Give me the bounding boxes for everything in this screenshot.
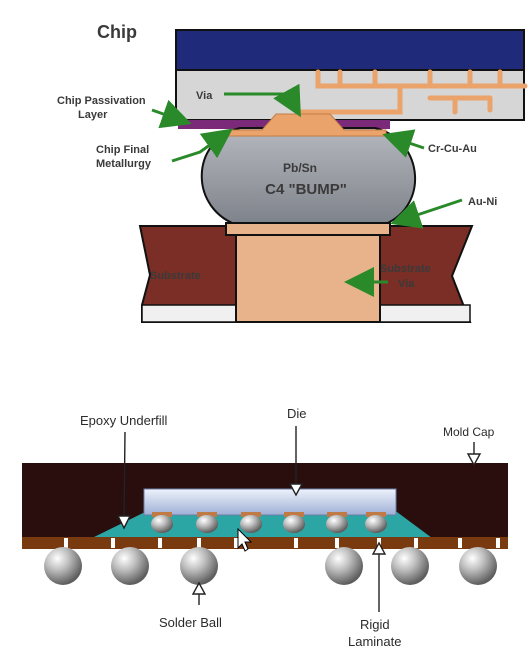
arrow-auni <box>390 198 463 229</box>
top-arrows <box>151 83 463 297</box>
solder-balls <box>44 547 497 585</box>
laminate-via <box>197 538 201 548</box>
substrate-right-face <box>379 304 471 323</box>
arrow-solder-head <box>191 581 207 595</box>
micro-bump-pad <box>241 512 261 517</box>
arrow-final-metal <box>171 128 233 163</box>
label-substrate-via-2: Via <box>398 278 415 290</box>
micro-bumps <box>151 512 387 533</box>
rigid-laminate <box>22 537 508 549</box>
micro-bump-pad <box>284 512 304 517</box>
label-c4-bump: C4 "BUMP" <box>265 181 347 198</box>
die <box>143 488 397 516</box>
laminate-vias <box>64 538 500 548</box>
label-epoxy: Epoxy Underfill <box>80 413 168 428</box>
label-substrate: Substrate <box>150 270 201 282</box>
laminate-via <box>496 538 500 548</box>
chip-traces <box>297 69 528 115</box>
top-diagram: Chip Via Chip Passivation Layer Chip Fin… <box>57 22 528 323</box>
label-auni: Au-Ni <box>468 196 497 208</box>
laminate-via <box>158 538 162 548</box>
arrow-epoxy-head <box>116 515 132 530</box>
micro-bump <box>151 515 173 533</box>
label-solder-ball: Solder Ball <box>159 615 222 630</box>
arrow-crcuau <box>382 129 425 158</box>
label-chip: Chip <box>97 22 137 42</box>
solder-ball <box>391 547 429 585</box>
laminate-via <box>458 538 462 548</box>
solder-ball <box>459 547 497 585</box>
micro-bump <box>326 515 348 533</box>
laminate-via <box>414 538 418 548</box>
laminate-via <box>294 538 298 548</box>
substrate-left-face <box>141 304 237 323</box>
substrate-via <box>235 225 381 323</box>
laminate-via <box>111 538 115 548</box>
chip-final-metallurgy <box>227 113 387 137</box>
solder-ball <box>44 547 82 585</box>
label-substrate-via-1: Substrate <box>380 263 431 275</box>
label-mold-cap: Mold Cap <box>443 425 495 439</box>
solder-ball <box>180 547 218 585</box>
auni-cap <box>225 222 391 236</box>
bottom-diagram: Epoxy Underfill Die Mold Cap Solder Ball… <box>22 406 508 649</box>
micro-bump <box>283 515 305 533</box>
micro-bump-pad <box>152 512 172 517</box>
c4-bump <box>200 127 416 227</box>
solder-ball <box>111 547 149 585</box>
mouse-cursor-icon <box>237 527 253 552</box>
laminate-via <box>64 538 68 548</box>
micro-bump-pad <box>327 512 347 517</box>
chip-top-layer <box>175 29 525 71</box>
epoxy-underfill <box>92 512 432 538</box>
arrow-laminate-head <box>371 541 387 555</box>
label-final-metal-1: Chip Final <box>96 144 149 156</box>
label-rigid-1: Rigid <box>360 617 390 632</box>
arrow-passivation <box>151 99 192 129</box>
label-passivation-2: Layer <box>78 109 108 121</box>
micro-bump <box>365 515 387 533</box>
solder-ball <box>325 547 363 585</box>
bottom-arrows <box>116 426 482 612</box>
arrow-die-head <box>288 483 304 497</box>
label-crcuau: Cr-Cu-Au <box>428 143 477 155</box>
laminate-via <box>234 538 238 548</box>
label-passivation-1: Chip Passivation <box>57 95 146 107</box>
micro-bump-pad <box>197 512 217 517</box>
micro-bump <box>240 515 262 533</box>
label-via: Via <box>196 90 213 102</box>
label-rigid-2: Laminate <box>348 634 401 649</box>
arrow-via <box>224 83 301 118</box>
label-die: Die <box>287 406 307 421</box>
arrow-mold-head <box>466 453 482 467</box>
label-final-metal-2: Metallurgy <box>96 158 152 170</box>
micro-bump <box>196 515 218 533</box>
label-pbsn: Pb/Sn <box>283 161 317 175</box>
laminate-via <box>335 538 339 548</box>
micro-bump-pad <box>366 512 386 517</box>
